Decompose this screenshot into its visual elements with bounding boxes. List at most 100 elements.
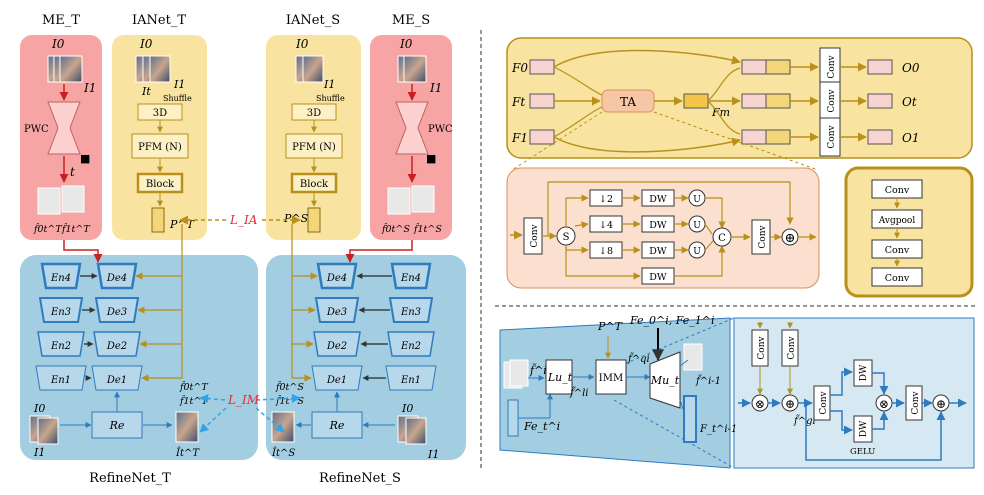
branch-line	[565, 245, 641, 280]
pfm-label: PFM (N)	[138, 142, 182, 153]
loss-im-label: L_IM	[227, 393, 260, 407]
residual-path	[805, 403, 946, 461]
feature-cube	[683, 93, 709, 109]
frame-stack	[149, 55, 171, 83]
rs-i0: I0	[401, 402, 413, 415]
encoder-block	[40, 262, 82, 290]
re-label: Re	[109, 419, 125, 432]
encoder-label: En4	[50, 273, 71, 284]
decoder-label: De2	[106, 341, 127, 352]
decoder-block	[314, 297, 360, 323]
loss-im-line	[255, 393, 301, 403]
encoder-label: En2	[50, 341, 71, 352]
pfm-curve	[553, 66, 605, 97]
zoom-line	[613, 317, 735, 369]
decoder-label: De4	[326, 273, 347, 284]
pfm-f0: F0	[511, 61, 528, 75]
pfm-ot: Ot	[902, 95, 917, 109]
upsample-label: U	[693, 221, 701, 231]
rt-i0: I0	[33, 402, 45, 415]
dw-label: DW	[859, 420, 869, 437]
main-path	[872, 372, 889, 395]
pfm-o0: O0	[902, 61, 920, 75]
f0t-t-label: f̂0t^T	[33, 223, 62, 235]
ft-out-label: F_t^i-1	[699, 424, 737, 435]
pt-detail-label: P^T	[597, 320, 624, 333]
ia-t-i0: I0	[139, 37, 153, 51]
dw-label: DW	[649, 220, 667, 231]
ps-label: P^S	[283, 212, 309, 225]
concat-cube	[765, 129, 791, 145]
ianet-student-title: IANet_S	[286, 13, 340, 28]
it-t-label: Ît^T	[175, 447, 200, 459]
f-gi-label: f̃^gi	[793, 415, 816, 427]
frame-stack	[37, 417, 59, 445]
input-frame	[509, 359, 529, 387]
feature-cube	[307, 207, 321, 233]
re-box	[91, 411, 143, 439]
it-s-label: Ît^S	[271, 447, 295, 459]
dw-label: DW	[649, 246, 667, 257]
conv-label: Conv	[827, 54, 837, 78]
frame-stack	[59, 55, 83, 83]
loss-ia-label: L_IA	[229, 213, 258, 227]
imm-detail-panel	[733, 317, 975, 469]
decoder-block	[311, 365, 363, 391]
rs-f0t-label: f̂0t^S	[275, 381, 304, 393]
branch-line	[547, 181, 794, 236]
pfm-curve	[553, 49, 741, 68]
f-qi-label: f̃^qi	[627, 353, 650, 365]
block-detail-panel	[844, 166, 974, 298]
concat-label: C	[718, 233, 726, 244]
pfm-f1: F1	[511, 131, 528, 145]
pfm-curve	[553, 136, 741, 153]
plus-label: ⊕	[785, 231, 796, 246]
decoder-label: De1	[326, 375, 347, 386]
conv-label: Conv	[819, 390, 829, 414]
branch-line	[565, 194, 589, 227]
feature-cube	[529, 129, 555, 145]
conv-label: Conv	[827, 124, 837, 148]
encoder-block	[387, 331, 435, 357]
imm-box	[595, 359, 627, 395]
3d-label: 3D	[307, 108, 321, 119]
decoder-label: De3	[106, 307, 127, 318]
encoder-block	[38, 297, 84, 323]
refinenet-teacher-title: RefineNet_T	[89, 471, 171, 486]
me-student-title: ME_S	[392, 13, 430, 28]
me-t-i1: I1	[83, 81, 96, 95]
encoder-block	[388, 297, 434, 323]
decoder-block	[91, 365, 143, 391]
output-cube	[867, 59, 893, 75]
f-li-label: f̃^li	[569, 387, 588, 399]
re-label: Re	[329, 419, 345, 432]
pwc-label: PWC	[24, 124, 49, 135]
output-frame	[683, 343, 703, 371]
ia-t-i1: I1	[173, 78, 185, 91]
f1t-t-label: f̂1t^T	[61, 223, 90, 235]
pfm-curve	[707, 100, 741, 135]
f-out-label: f̃^i-1	[695, 375, 721, 387]
f-in-label: f̃^i	[529, 364, 547, 377]
loss-im-line	[255, 407, 285, 433]
lu-label: Lu_t	[547, 371, 573, 384]
gelu-label: GELU	[850, 447, 875, 457]
feature-slab	[507, 399, 519, 437]
block-detail-label: Avgpool	[878, 216, 916, 226]
branch-line	[574, 221, 589, 229]
flow-map	[37, 187, 61, 215]
conv-box	[871, 267, 923, 287]
loss-im-line	[199, 407, 227, 433]
t-label: t	[70, 165, 75, 179]
rt-f0t-label: f̂0t^T	[179, 381, 208, 393]
encoder-label: En3	[400, 307, 421, 318]
frame-stack	[403, 55, 427, 83]
pwc-hourglass	[47, 101, 81, 155]
encoder-block	[390, 262, 432, 290]
pfm-curve	[553, 105, 605, 138]
upsample-label: U	[693, 247, 701, 257]
pool-label: ↓2	[599, 194, 613, 205]
main-path	[830, 367, 853, 396]
ianet-teacher-title: IANet_T	[132, 13, 186, 28]
